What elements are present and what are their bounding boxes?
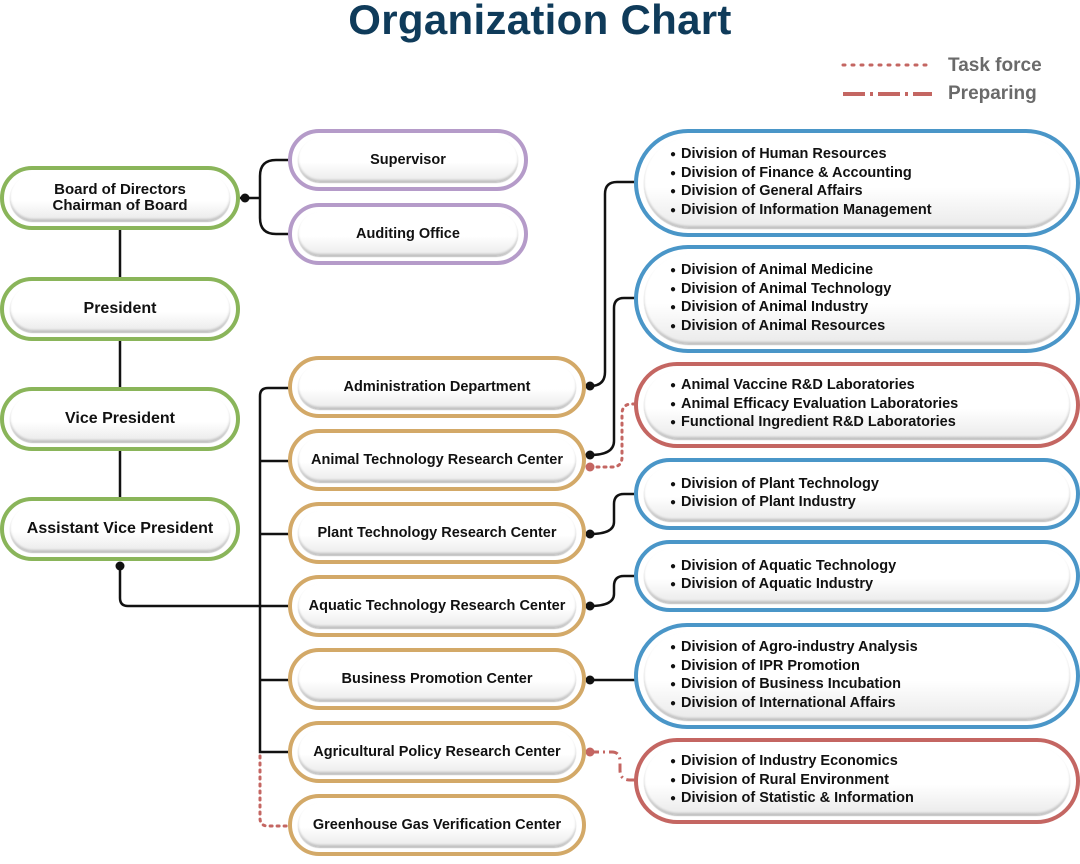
- assistant-vice-president-label: Assistant Vice President: [26, 520, 214, 537]
- plant-divisions-box: Division of Plant Technology Division of…: [634, 458, 1080, 530]
- legend-task-force-label: Task force: [948, 55, 1042, 76]
- connector-greenhouse-task-force: [258, 754, 292, 828]
- division-item: Division of Information Management: [670, 202, 1070, 221]
- auditing-office-label: Auditing Office: [356, 226, 460, 242]
- division-item: Division of General Affairs: [670, 183, 1070, 202]
- assistant-vice-president-box: Assistant Vice President: [0, 497, 240, 561]
- board-line-2: Chairman of Board: [52, 197, 188, 214]
- vice-president-label: Vice President: [65, 410, 175, 427]
- animal-technology-center-label: Animal Technology Research Center: [311, 452, 563, 468]
- division-item: Division of Business Incubation: [670, 676, 1070, 695]
- division-item: Division of Animal Technology: [670, 281, 1070, 300]
- division-item: Division of Statistic & Information: [670, 790, 1070, 809]
- board-line-1: Board of Directors: [54, 181, 186, 198]
- legend-preparing-label: Preparing: [948, 83, 1037, 104]
- plant-technology-center-box: Plant Technology Research Center: [288, 502, 586, 564]
- vice-president-box: Vice President: [0, 387, 240, 451]
- business-promotion-center-label: Business Promotion Center: [341, 671, 533, 687]
- connector-animal-divisions: [589, 296, 636, 457]
- connector-admin-divisions: [589, 180, 636, 388]
- aquatic-divisions-box: Division of Aquatic Technology Division …: [634, 540, 1080, 612]
- connector-animal-task-force: [588, 402, 642, 469]
- division-item: Division of Aquatic Technology: [670, 558, 1070, 577]
- connector-oversight-bracket: [258, 158, 292, 236]
- supervisor-label: Supervisor: [370, 152, 446, 168]
- aquatic-technology-center-box: Aquatic Technology Research Center: [288, 575, 586, 637]
- business-promotion-center-box: Business Promotion Center: [288, 648, 586, 710]
- greenhouse-gas-center-label: Greenhouse Gas Verification Center: [312, 817, 562, 833]
- administration-department-box: Administration Department: [288, 356, 586, 418]
- supervisor-box: Supervisor: [288, 129, 528, 191]
- division-item: Division of Animal Resources: [670, 318, 1070, 337]
- president-box: President: [0, 277, 240, 341]
- lab-item: Animal Vaccine R&D Laboratories: [670, 377, 1070, 396]
- division-item: Division of Industry Economics: [670, 753, 1070, 772]
- animal-task-force-box: Animal Vaccine R&D Laboratories Animal E…: [634, 362, 1080, 448]
- division-item: Division of Animal Industry: [670, 299, 1070, 318]
- division-item: Division of Aquatic Industry: [670, 576, 1070, 595]
- president-label: President: [83, 300, 157, 317]
- lab-item: Functional Ingredient R&D Laboratories: [670, 414, 1070, 433]
- division-item: Division of Rural Environment: [670, 772, 1070, 791]
- plant-technology-center-label: Plant Technology Research Center: [317, 525, 557, 541]
- division-item: Division of IPR Promotion: [670, 658, 1070, 677]
- connector-plant-divisions: [589, 492, 636, 536]
- animal-divisions-box: Division of Animal Medicine Division of …: [634, 245, 1080, 353]
- business-divisions-box: Division of Agro-industry Analysis Divis…: [634, 623, 1080, 729]
- division-item: Division of Agro-industry Analysis: [670, 639, 1070, 658]
- board-of-directors-box: Board of Directors Chairman of Board: [0, 166, 240, 230]
- administration-divisions-box: Division of Human Resources Division of …: [634, 129, 1080, 237]
- division-item: Division of Plant Industry: [670, 494, 1070, 513]
- division-item: Division of Human Resources: [670, 146, 1070, 165]
- auditing-office-box: Auditing Office: [288, 203, 528, 265]
- division-item: Division of Finance & Accounting: [670, 165, 1070, 184]
- administration-department-label: Administration Department: [343, 379, 531, 395]
- connector-agri-preparing: [590, 750, 640, 782]
- greenhouse-gas-center-box: Greenhouse Gas Verification Center: [288, 794, 586, 856]
- connector-aquatic-divisions: [589, 574, 636, 608]
- page-title: Organization Chart: [348, 0, 732, 43]
- division-item: Division of Plant Technology: [670, 476, 1070, 495]
- agri-policy-divisions-box: Division of Industry Economics Division …: [634, 738, 1080, 824]
- aquatic-technology-center-label: Aquatic Technology Research Center: [308, 598, 566, 614]
- animal-technology-center-box: Animal Technology Research Center: [288, 429, 586, 491]
- agricultural-policy-center-box: Agricultural Policy Research Center: [288, 721, 586, 783]
- agricultural-policy-center-label: Agricultural Policy Research Center: [313, 744, 561, 760]
- division-item: Division of Animal Medicine: [670, 262, 1070, 281]
- connector-centers-trunk: [258, 386, 290, 754]
- connector-avp-centers: [118, 566, 290, 608]
- division-item: Division of International Affairs: [670, 695, 1070, 714]
- lab-item: Animal Efficacy Evaluation Laboratories: [670, 396, 1070, 415]
